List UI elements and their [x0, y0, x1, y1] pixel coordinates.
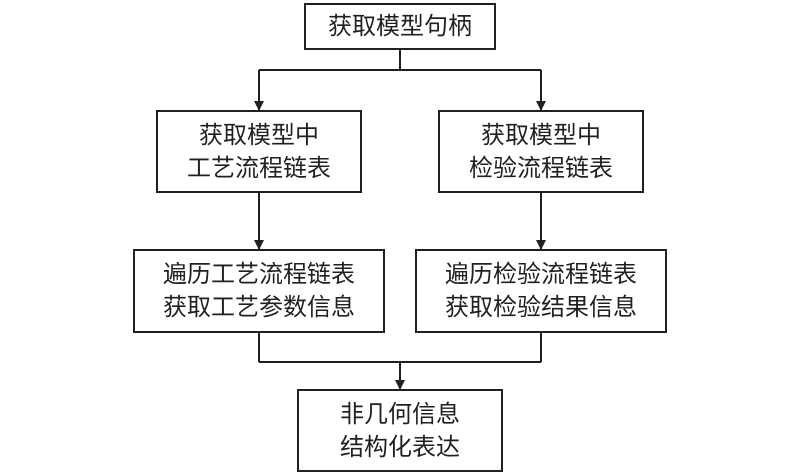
node-line: 非几何信息 [340, 399, 460, 428]
node-line: 获取检验结果信息 [445, 293, 637, 321]
node-traverse-inspection-chain: 遍历检验流程链表 获取检验结果信息 [415, 249, 667, 333]
node-line: 遍历检验流程链表 [445, 260, 637, 288]
node-nongeometric-structured: 非几何信息 结构化表达 [297, 389, 503, 472]
node-get-model-handle: 获取模型句柄 [304, 3, 496, 50]
node-line: 遍历工艺流程链表 [163, 260, 355, 288]
node-line: 结构化表达 [340, 432, 460, 461]
node-line: 工艺流程链表 [187, 153, 331, 182]
node-get-inspection-chain: 获取模型中 检验流程链表 [438, 110, 644, 193]
node-line: 获取模型中 [199, 120, 319, 149]
node-get-process-chain: 获取模型中 工艺流程链表 [156, 110, 362, 193]
node-line: 获取模型中 [481, 120, 601, 149]
node-traverse-process-chain: 遍历工艺流程链表 获取工艺参数信息 [133, 249, 385, 333]
node-line: 检验流程链表 [469, 153, 613, 182]
node-line: 获取工艺参数信息 [163, 293, 355, 321]
node-line: 获取模型句柄 [328, 12, 472, 40]
